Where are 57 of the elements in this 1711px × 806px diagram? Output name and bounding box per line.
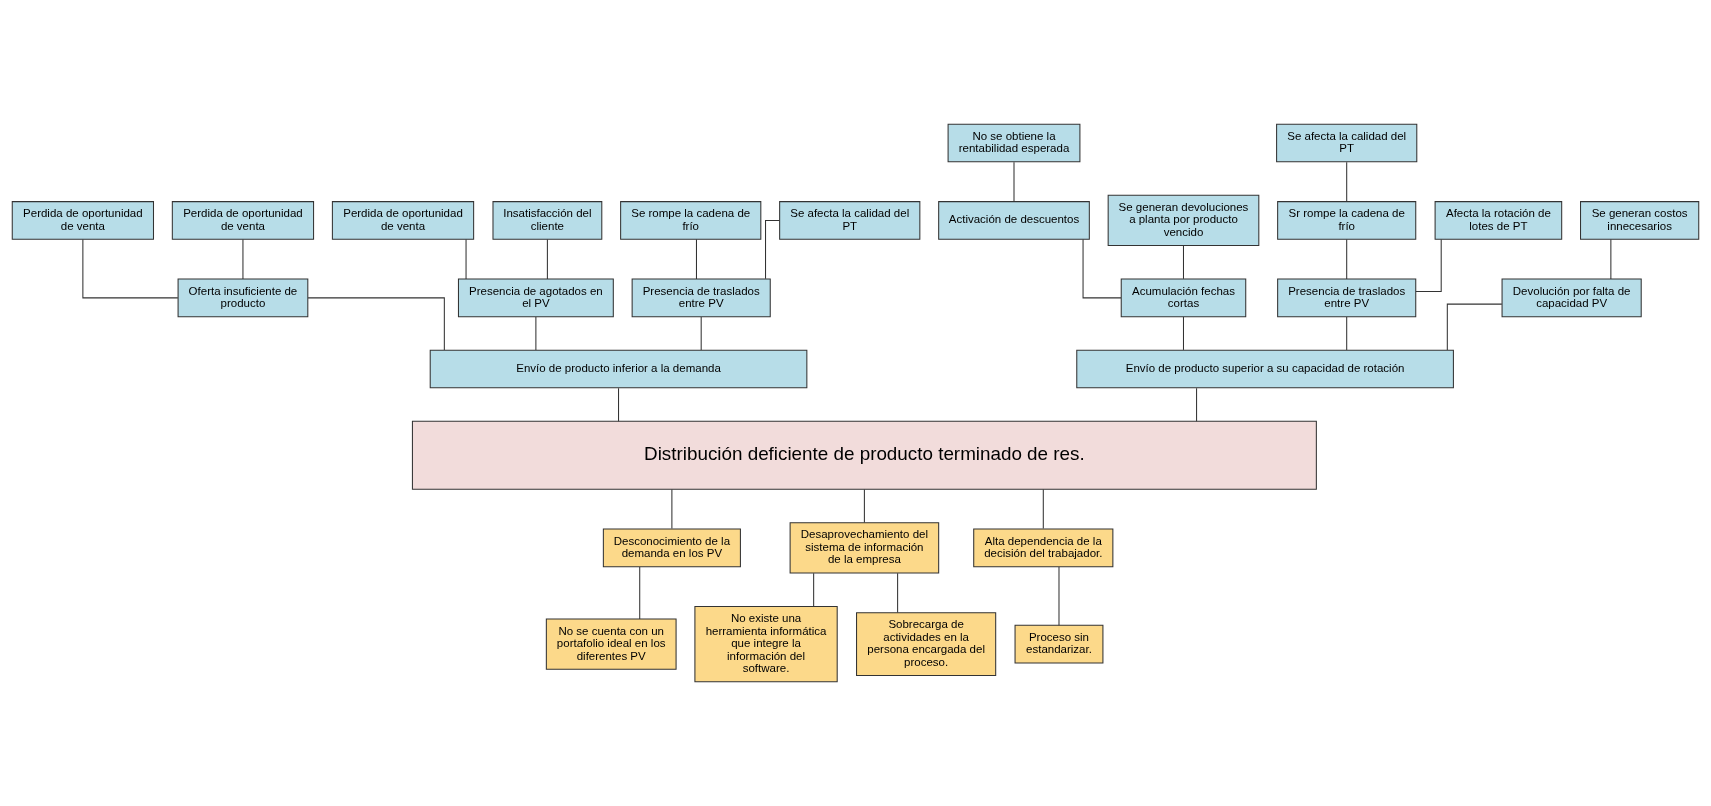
connector xyxy=(1346,239,1348,280)
node-box: No se obtiene la rentabilidad esperada xyxy=(947,123,1081,163)
node-box: Presencia de traslados entre PV xyxy=(631,278,771,318)
connector xyxy=(465,239,467,280)
connector xyxy=(639,566,641,620)
connector xyxy=(1196,387,1198,422)
connector xyxy=(863,489,865,524)
connector xyxy=(242,239,244,280)
connector xyxy=(535,316,537,351)
node-box: Se generan devoluciones a planta por producto vencido xyxy=(1107,194,1260,247)
connector xyxy=(897,572,899,613)
connector xyxy=(1082,239,1122,299)
node-box: Desconocimiento de la demanda en los PV xyxy=(602,528,741,568)
node-box: Se rompe la cadena de frío xyxy=(620,201,762,240)
node-box: Presencia de traslados entre PV xyxy=(1277,278,1417,318)
node-box: Perdida de oportunidad de venta xyxy=(331,201,475,240)
node-box: Sobrecarga de actividades en la persona encargada del proceso. xyxy=(856,612,997,677)
node-box: No existe una herramienta informática que integre la información del software. xyxy=(694,605,838,683)
connector xyxy=(700,316,702,351)
connector xyxy=(695,239,697,280)
node-box: Oferta insuficiente de producto xyxy=(177,278,309,318)
node-box: Perdida de oportunidad de venta xyxy=(171,201,315,240)
connector xyxy=(1182,316,1184,351)
node-box: Desaprovechamiento del sistema de información de la empresa xyxy=(789,522,940,574)
connector xyxy=(1346,161,1348,203)
node-box: Devolución por falta de capacidad PV xyxy=(1501,278,1642,318)
connector xyxy=(765,219,780,280)
node-box: Activación de descuentos xyxy=(938,201,1090,240)
connector xyxy=(813,572,815,607)
node-box: Insatisfacción del cliente xyxy=(492,201,603,240)
node-box: Se afecta la calidad del PT xyxy=(779,201,921,240)
node-box: Perdida de oportunidad de venta xyxy=(11,201,154,240)
node-box: Afecta la rotación de lotes de PT xyxy=(1434,201,1563,240)
node-box: Presencia de agotados en el PV xyxy=(457,278,614,318)
connector xyxy=(1182,245,1184,280)
node-box: Distribución deficiente de producto terminado de res. xyxy=(411,420,1317,490)
node-box: Acumulación fechas cortas xyxy=(1120,278,1247,318)
node-box: Alta dependencia de la decisión del trabajador. xyxy=(973,528,1114,568)
connector xyxy=(618,387,620,422)
node-box: Envío de producto inferior a la demanda xyxy=(429,349,808,389)
node-box: Se generan costos innecesarios xyxy=(1580,201,1700,240)
connector xyxy=(1415,238,1442,293)
connector xyxy=(307,297,445,351)
node-box: Envío de producto superior a su capacidad de rotación xyxy=(1076,349,1454,389)
connector xyxy=(1446,303,1503,351)
connector xyxy=(1013,161,1015,203)
connector xyxy=(1058,566,1060,626)
node-box: Sr rompe la cadena de frío xyxy=(1277,201,1417,240)
node-box: No se cuenta con un portafolio ideal en los diferentes PV xyxy=(545,618,677,670)
connector xyxy=(1042,489,1044,530)
connector xyxy=(671,489,673,530)
connector xyxy=(1346,316,1348,351)
node-box: Proceso sin estandarizar. xyxy=(1014,624,1104,664)
connector xyxy=(546,239,548,280)
connector xyxy=(1610,239,1612,280)
node-box: Se afecta la calidad del PT xyxy=(1276,123,1418,163)
connector xyxy=(82,239,179,299)
